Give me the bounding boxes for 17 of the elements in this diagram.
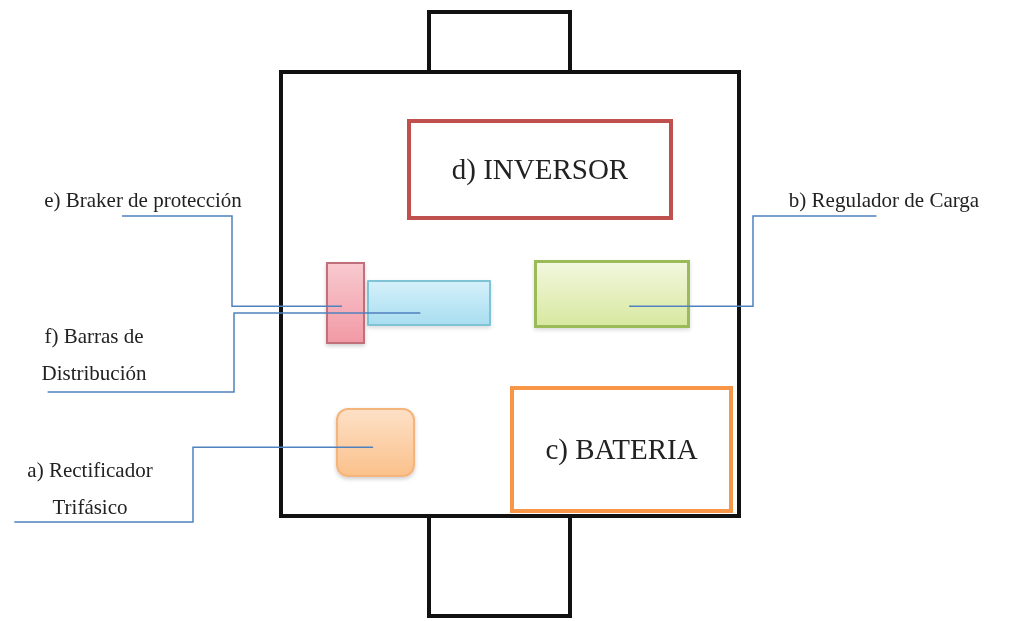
leader-line <box>121 215 343 308</box>
labeled-box <box>510 386 733 513</box>
leader-line <box>628 215 878 307</box>
breaker-block <box>326 262 365 344</box>
callout-label: a) Rectificador Trifásico <box>26 457 154 521</box>
box-label: c) BATERIA <box>545 433 698 466</box>
callout-label: f) Barras de Distribución <box>40 323 148 387</box>
busbar-block <box>367 280 491 326</box>
box-label: d) INVERSOR <box>451 153 629 186</box>
rectifier-block <box>336 408 415 477</box>
leader-line <box>13 446 374 523</box>
callout-label: e) Braker de protección <box>44 186 242 214</box>
leader-line <box>46 312 422 393</box>
labeled-box <box>407 119 673 220</box>
cabinet-box <box>279 70 741 518</box>
callout-label: b) Regulador de Carga <box>788 186 980 214</box>
regulator-block <box>534 260 690 328</box>
